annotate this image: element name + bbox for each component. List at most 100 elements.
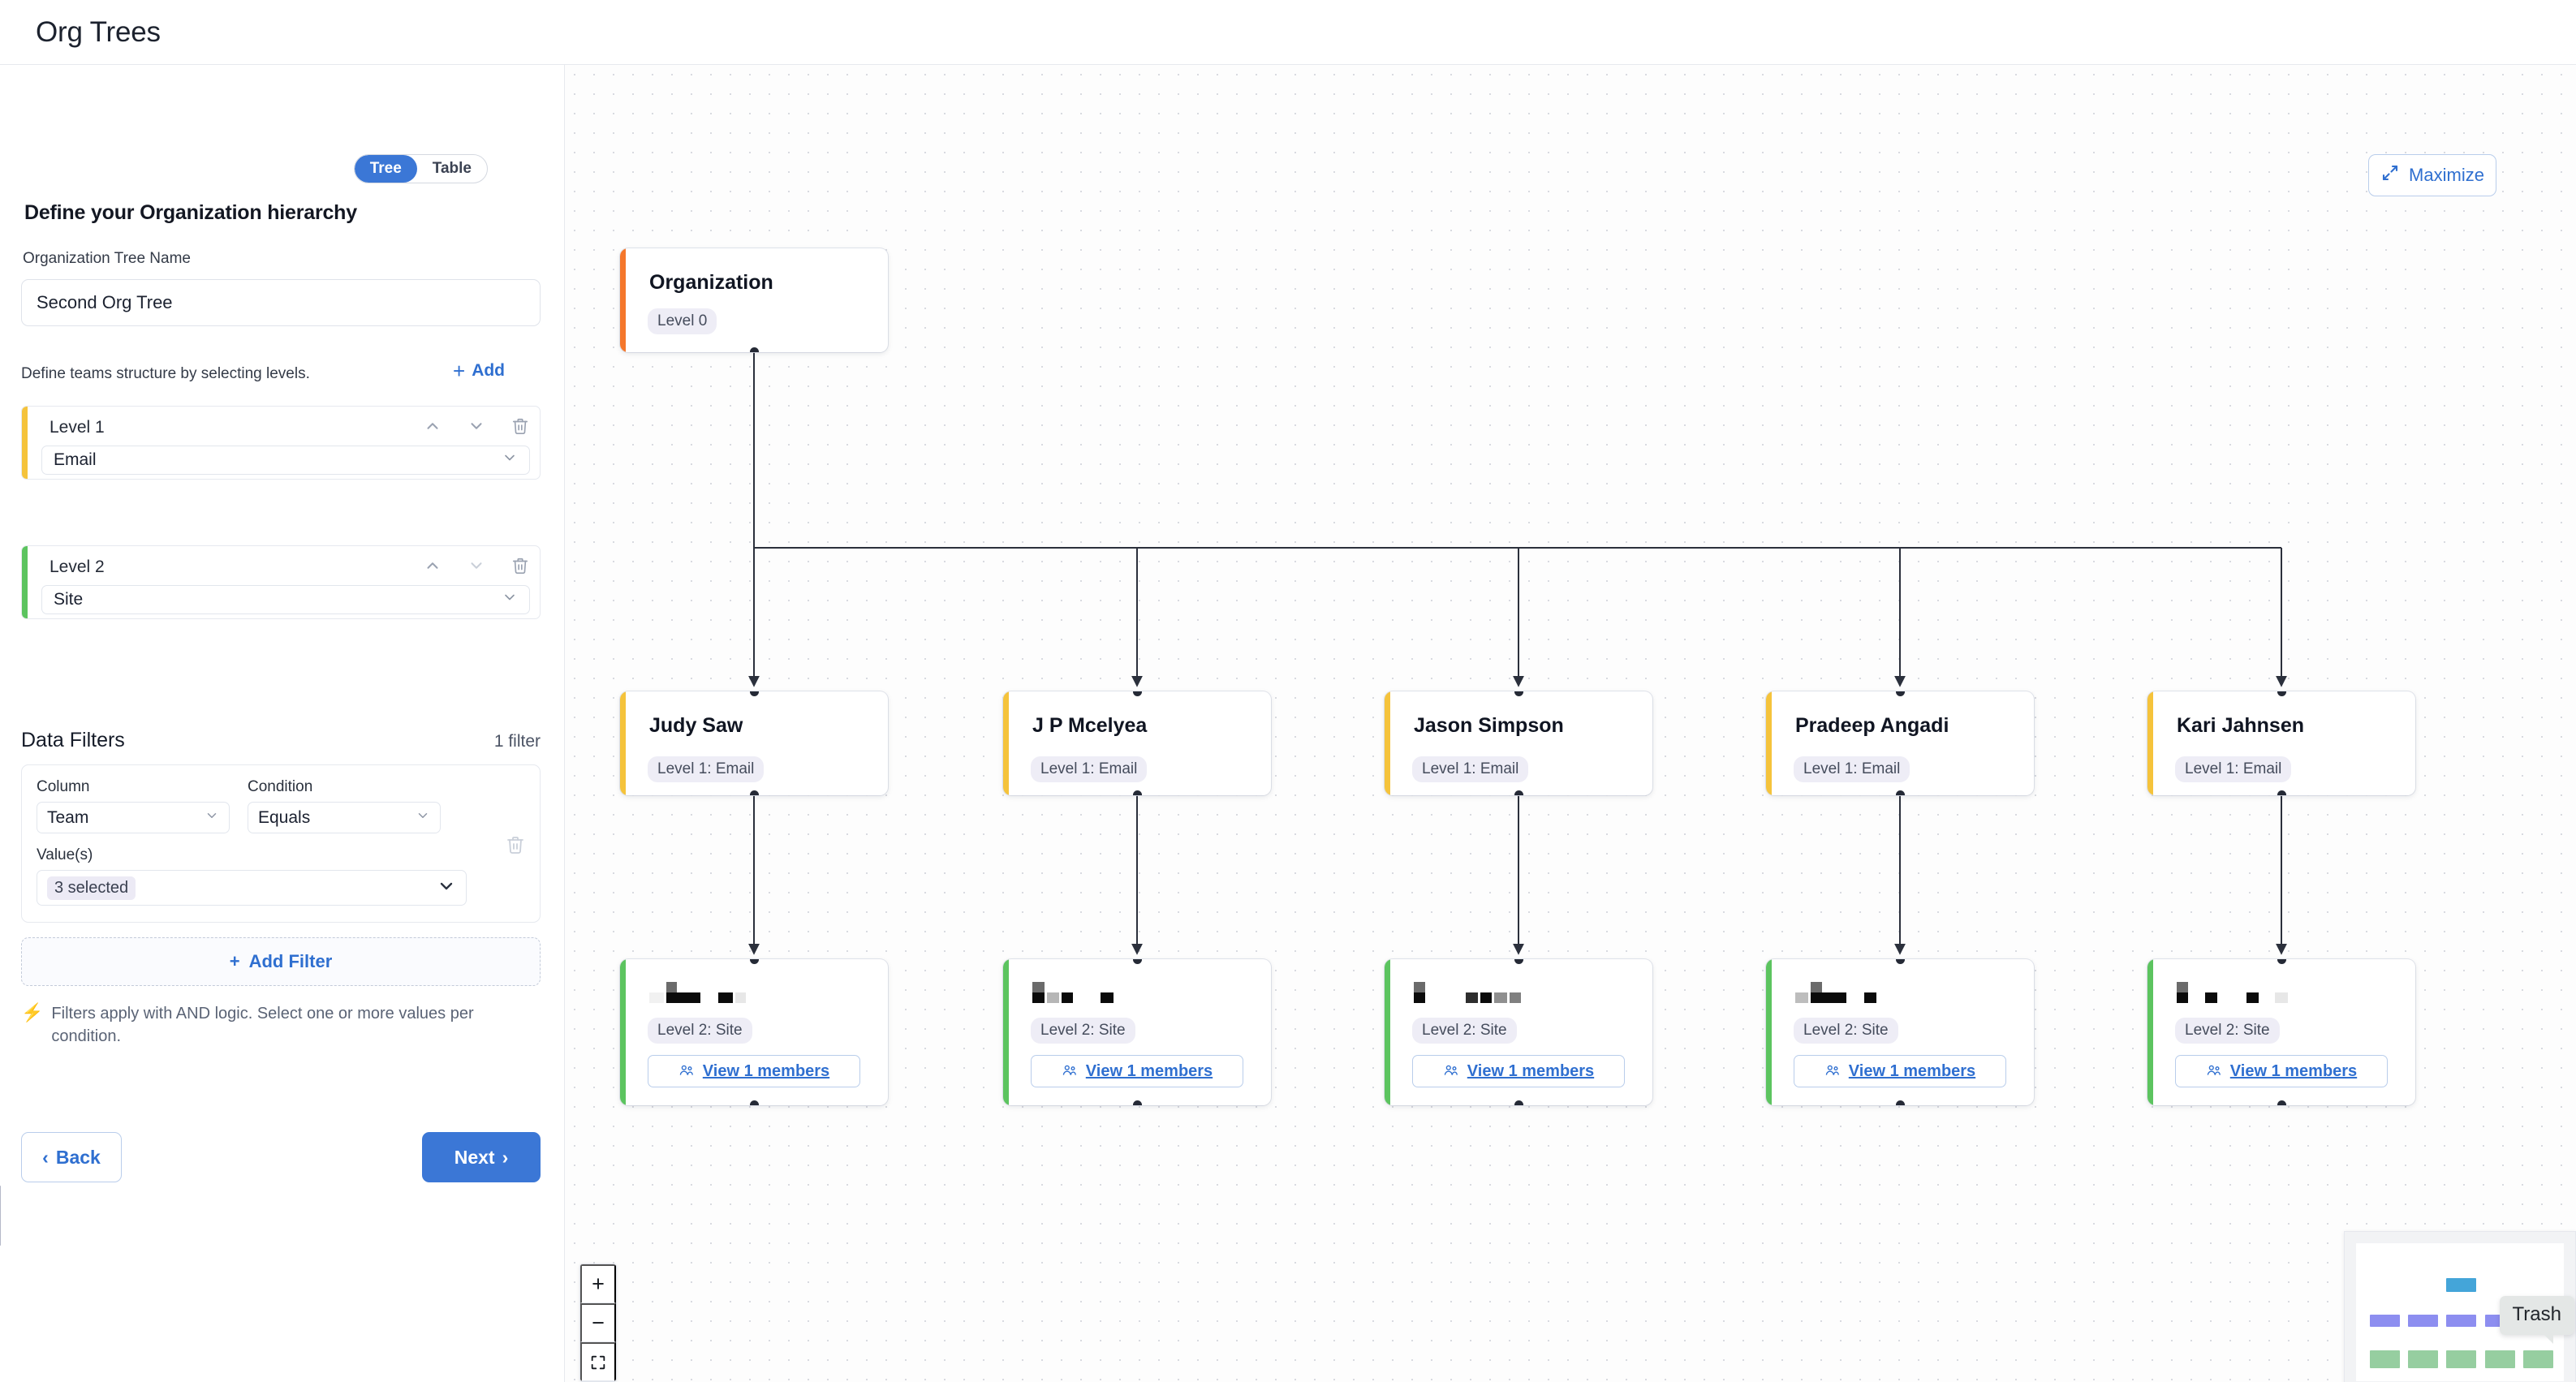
node-accent-bar: [620, 248, 626, 352]
node-name: Organization: [649, 271, 773, 294]
next-button[interactable]: Next ›: [422, 1132, 541, 1182]
level-card-1: Level 1 Email: [21, 406, 541, 480]
filter-condition-label: Condition: [248, 778, 313, 795]
org-node-level1[interactable]: J P Mcelyea Level 1: Email: [1003, 691, 1271, 795]
level-title: Level 2: [50, 558, 105, 576]
trash-tooltip: Trash: [2499, 1296, 2574, 1344]
zoom-in-button[interactable]: +: [580, 1264, 616, 1303]
level-1-select[interactable]: Email: [41, 446, 530, 475]
app-shell: Tree Table Define your Organization hier…: [0, 65, 2576, 1382]
node-port-top: [1133, 959, 1142, 964]
filter-values-chip: 3 selected: [47, 876, 136, 900]
org-node-level2[interactable]: Level 2: Site View 1 members: [1385, 959, 1652, 1105]
minimap-node-level2: [2523, 1350, 2554, 1368]
filters-count: 1 filter: [493, 732, 541, 751]
panel-expander-handle[interactable]: [0, 1186, 1, 1246]
node-port-bottom: [1514, 1100, 1523, 1105]
add-level-button[interactable]: + Add: [453, 360, 505, 381]
minimap-node-level2: [2446, 1350, 2477, 1368]
org-node-level2[interactable]: Level 2: Site View 1 members: [620, 959, 888, 1105]
minimap-node-level2: [2484, 1350, 2515, 1368]
node-name-redacted: [1795, 977, 1879, 1003]
view-members-button[interactable]: View 1 members: [1794, 1055, 2006, 1087]
data-filters-section: Data Filters 1 filter Column Team: [21, 729, 541, 1048]
org-node-level2[interactable]: Level 2: Site View 1 members: [1003, 959, 1271, 1105]
config-sidebar: Tree Table Define your Organization hier…: [0, 65, 565, 1382]
org-node-level1[interactable]: Judy Saw Level 1: Email: [620, 691, 888, 795]
node-level-badge: Level 2: Site: [2175, 1018, 2280, 1044]
chevron-down-icon: [205, 808, 219, 827]
maximize-icon: [2380, 163, 2400, 187]
chevron-down-icon: [416, 808, 430, 827]
node-port-bottom: [2277, 1100, 2286, 1105]
back-button[interactable]: ‹ Back: [21, 1132, 122, 1182]
plus-icon: +: [229, 951, 240, 971]
plus-icon: +: [453, 359, 466, 383]
node-level-badge: Level 2: Site: [1031, 1018, 1135, 1044]
org-node-level2[interactable]: Level 2: Site View 1 members: [1766, 959, 2034, 1105]
node-accent-bar: [2147, 959, 2153, 1105]
filter-column-select[interactable]: Team: [37, 802, 230, 833]
node-accent-bar: [1385, 959, 1390, 1105]
delete-level-icon[interactable]: [509, 554, 532, 577]
move-down-icon[interactable]: [465, 554, 488, 577]
node-name-redacted: [649, 977, 748, 1003]
delete-filter-icon[interactable]: [504, 833, 527, 856]
node-name-redacted: [2177, 977, 2290, 1003]
node-port-bottom: [1133, 1100, 1142, 1105]
toggle-option-tree[interactable]: Tree: [354, 155, 417, 183]
filter-values-select[interactable]: 3 selected: [37, 870, 467, 906]
move-up-icon[interactable]: [421, 415, 444, 437]
view-members-label: View 1 members: [2229, 1061, 2358, 1080]
node-accent-bar: [1003, 959, 1009, 1105]
org-node-level2[interactable]: Level 2: Site View 1 members: [2147, 959, 2415, 1105]
node-level-badge: Level 1: Email: [1031, 756, 1148, 782]
node-name: Pradeep Angadi: [1795, 714, 1949, 737]
org-tree-canvas[interactable]: Maximize Organization Level 0 Judy Saw L…: [565, 65, 2576, 1382]
view-members-button[interactable]: View 1 members: [1031, 1055, 1243, 1087]
org-node-root[interactable]: Organization Level 0: [620, 248, 888, 352]
node-port-top: [1896, 691, 1905, 696]
node-port-bottom: [750, 347, 759, 352]
level-1-value: Email: [54, 450, 97, 469]
add-filter-button[interactable]: + Add Filter: [21, 937, 541, 986]
tree-name-input[interactable]: [21, 279, 541, 326]
section-heading: Define your Organization hierarchy: [24, 201, 357, 224]
node-port-bottom: [1514, 790, 1523, 795]
filter-condition-select[interactable]: Equals: [248, 802, 441, 833]
org-node-level1[interactable]: Pradeep Angadi Level 1: Email: [1766, 691, 2034, 795]
org-node-level1[interactable]: Jason Simpson Level 1: Email: [1385, 691, 1652, 795]
move-down-icon[interactable]: [465, 415, 488, 437]
members-icon: [1443, 1064, 1459, 1079]
node-port-top: [2277, 959, 2286, 964]
node-port-top: [1514, 691, 1523, 696]
add-level-label: Add: [472, 361, 506, 380]
tree-name-label: Organization Tree Name: [23, 250, 191, 267]
view-members-button[interactable]: View 1 members: [2175, 1055, 2388, 1087]
move-up-icon[interactable]: [421, 554, 444, 577]
org-node-level1[interactable]: Kari Jahnsen Level 1: Email: [2147, 691, 2415, 795]
members-icon: [2206, 1064, 2222, 1079]
view-members-button[interactable]: View 1 members: [648, 1055, 860, 1087]
fit-view-button[interactable]: [580, 1342, 616, 1381]
members-icon: [1824, 1064, 1841, 1079]
back-label: Back: [55, 1146, 101, 1168]
chevron-left-icon: ‹: [42, 1146, 49, 1168]
level-2-select[interactable]: Site: [41, 585, 530, 614]
level-actions: [421, 554, 532, 577]
view-members-label: View 1 members: [1467, 1061, 1595, 1080]
toggle-option-table[interactable]: Table: [432, 160, 472, 177]
view-mode-toggle[interactable]: Tree Table: [353, 154, 488, 183]
delete-level-icon[interactable]: [509, 415, 532, 437]
filters-note: ⚡ Filters apply with AND logic. Select o…: [21, 1002, 524, 1048]
view-members-button[interactable]: View 1 members: [1412, 1055, 1625, 1087]
node-level-badge: Level 2: Site: [648, 1018, 752, 1044]
node-level-badge: Level 1: Email: [1794, 756, 1910, 782]
zoom-out-button[interactable]: −: [580, 1303, 616, 1342]
maximize-button[interactable]: Maximize: [2368, 154, 2496, 196]
chevron-down-icon: [502, 589, 518, 610]
level-card-2: Level 2 Site: [21, 545, 541, 619]
node-name-redacted: [1414, 977, 1523, 1003]
filter-values-field: Value(s) 3 selected: [37, 846, 467, 906]
chevron-right-icon: ›: [502, 1146, 509, 1168]
